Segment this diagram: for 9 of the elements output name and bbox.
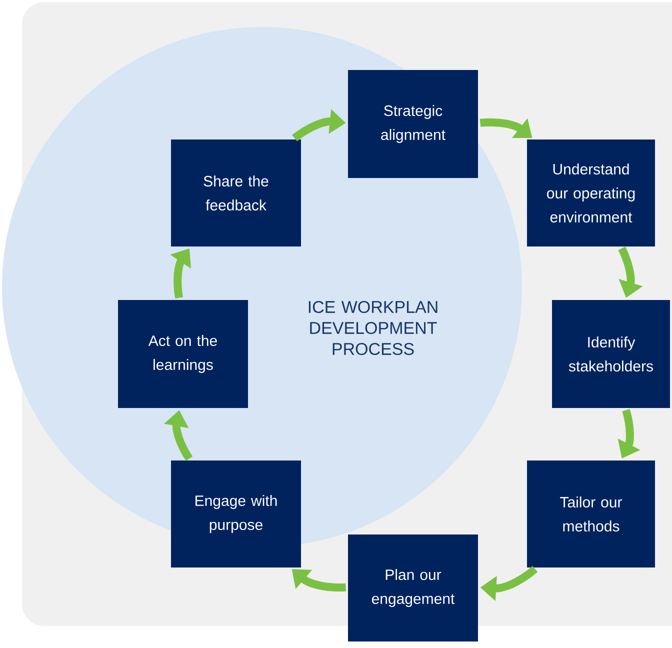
process-box: Plan our engagement	[348, 534, 478, 642]
process-box: Act on the learnings	[118, 300, 248, 408]
process-box: Share the feedback	[171, 140, 301, 246]
process-box: Engage with purpose	[171, 460, 301, 568]
process-box: Tailor our methods	[527, 460, 655, 568]
process-box: Understand our operating environment	[527, 140, 655, 246]
process-box: Strategic alignment	[348, 70, 478, 178]
title: ICE WORKPLAN DEVELOPMENT PROCESS	[308, 300, 438, 356]
process-box: Identify stakeholders	[552, 300, 670, 408]
